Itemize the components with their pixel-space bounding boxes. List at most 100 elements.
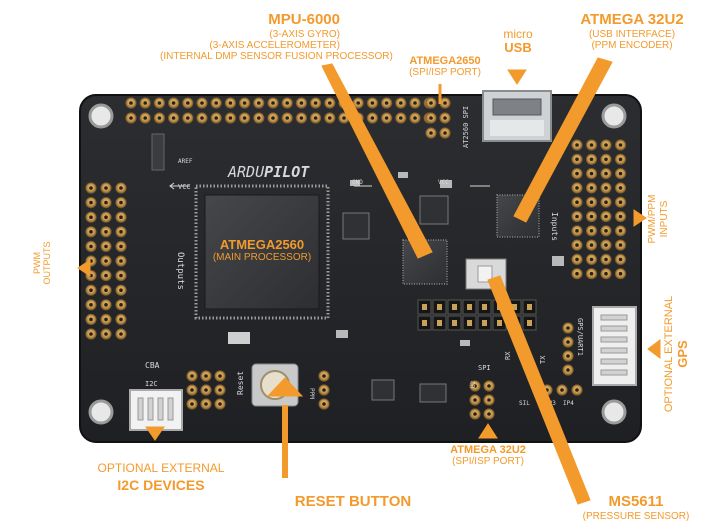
silk-vcc-left: VCC <box>178 183 191 191</box>
atmega2650-isp-pad-hole <box>443 131 447 135</box>
pwm-input-pad-hole <box>575 243 579 247</box>
misc-pad-hole <box>218 374 222 378</box>
top-header-pad-hole <box>186 101 190 105</box>
small-components <box>151 133 564 403</box>
pwm-input-pad-hole <box>575 171 579 176</box>
gps-pin <box>600 369 628 376</box>
label-atmega2650: ATMEGA2650 (SPI/ISP PORT) <box>390 55 500 78</box>
misc-pad-hole <box>218 388 222 392</box>
top-header-pad-hole <box>242 101 247 105</box>
pwm-input-pad-hole <box>589 214 594 219</box>
pwm-input-pad-hole <box>618 243 623 247</box>
silk-i2c: I2C <box>145 380 158 388</box>
pwm-output-pad-hole <box>104 288 108 293</box>
label-i2c: OPTIONAL EXTERNAL I2C DEVICES <box>78 461 244 494</box>
pwm-output-pad-hole <box>104 317 108 322</box>
misc-pad-hole <box>204 388 208 392</box>
atmega2650-isp-pad-hole <box>429 116 433 120</box>
label-atmega2650-sub: (SPI/ISP PORT) <box>409 67 481 79</box>
pwm-input-pad-hole <box>589 229 594 233</box>
isp-pin-contact <box>422 320 427 326</box>
atmega32u2-isp-pad-hole <box>487 384 491 388</box>
pwm-input-pad-hole <box>589 143 594 147</box>
pwm-output-pad-hole <box>89 200 93 205</box>
isp-pin-contact <box>527 304 532 310</box>
pwm-input-pad-hole <box>589 257 594 262</box>
ppm-pad-hole <box>322 388 326 392</box>
mounting-holes <box>88 103 627 425</box>
pwm-input-pad-hole <box>618 271 623 276</box>
misc-pad-hole <box>190 374 194 378</box>
i2c-pin <box>147 397 154 421</box>
pwm-input-pad-hole <box>575 200 579 204</box>
pwm-output-pad-hole <box>119 317 123 322</box>
pwm-input-pad-hole <box>604 214 608 219</box>
top-header-pad-hole <box>200 101 204 105</box>
micro-usb-connector <box>482 90 552 142</box>
pwm-input-pad-hole <box>589 186 594 190</box>
arrow-pwm-inputs <box>633 209 647 227</box>
label-mpu6000: MPU-6000 (3-AXIS GYRO) (3-AXIS ACCELEROM… <box>160 11 393 61</box>
label-atmega2560: ATMEGA2560 (MAIN PROCESSOR) <box>205 237 319 263</box>
atmega32u2-isp-pad-hole <box>487 412 491 416</box>
ppm-pad-hole <box>322 402 326 406</box>
pwm-input-pad-hole <box>604 200 608 204</box>
pwm-input-pad-hole <box>575 214 579 219</box>
label-mpu6000-line2: (3-AXIS ACCELEROMETER) <box>209 39 340 51</box>
atmega2650-isp-pad-hole <box>429 131 433 135</box>
label-atmega32u2-bottom-title: ATMEGA 32U2 <box>450 444 526 456</box>
label-mpu6000-title: MPU-6000 <box>268 11 340 28</box>
top-header-pad-hole <box>328 116 332 120</box>
top-header-pad-hole <box>214 101 218 105</box>
atmega2650-isp-pad-hole <box>443 116 447 120</box>
top-header-pad-hole <box>129 116 133 120</box>
label-i2c-line1: OPTIONAL EXTERNAL <box>97 461 225 475</box>
silk-outputs: Outputs <box>175 252 185 290</box>
leader-atmega32u2-top <box>513 57 613 223</box>
atmega2560-chip <box>194 184 330 320</box>
top-header-pad-hole <box>228 101 233 105</box>
pwm-output-pad-hole <box>104 230 108 234</box>
pwm-input-pad-hole <box>604 257 608 262</box>
top-header-pad-hole <box>171 101 176 105</box>
leader-ms5611 <box>487 275 591 505</box>
top-header-pad-hole <box>356 101 361 105</box>
pwm-output-pad-hole <box>119 215 123 219</box>
top-header-pad-hole <box>186 116 190 120</box>
top-header-pad-hole <box>370 101 375 105</box>
pwm-input-pad-hole <box>575 271 579 276</box>
top-header-pad-hole <box>299 116 304 120</box>
top-header-pad-hole <box>399 101 403 105</box>
pwm-output-pad-hole <box>119 332 123 336</box>
label-pwm-outputs-line2: OUTPUTS <box>42 241 53 285</box>
uart-pad-hole <box>566 368 570 372</box>
atmega32u2-isp-pad-hole <box>487 398 491 402</box>
isp-pin-contact <box>512 304 517 310</box>
i2c-pin <box>137 397 144 421</box>
pwm-input-pad-hole <box>604 271 608 276</box>
pwm-input-pad-hole <box>618 157 623 162</box>
label-reset-button: RESET BUTTON <box>278 493 428 511</box>
top-header-pad-hole <box>285 116 290 120</box>
silk-u2: U2 <box>470 380 477 388</box>
gps-connector <box>592 306 637 386</box>
silk-gnd-top: GND <box>352 179 363 186</box>
pwm-input-pad-hole <box>604 229 608 233</box>
label-ms5611-sub: (PRESSURE SENSOR) <box>582 510 690 522</box>
pwm-output-pad-hole <box>89 303 93 307</box>
isp-pin-contact <box>482 320 487 326</box>
gps-pin <box>600 358 628 365</box>
top-header-pad-hole <box>200 116 204 120</box>
arrow-pwm-outputs <box>77 259 91 277</box>
pwm-input-pad-hole <box>575 157 579 162</box>
top-header-pad-hole <box>370 116 375 120</box>
silk-spi: SPI <box>478 364 491 372</box>
misc-pad-hole <box>204 402 208 406</box>
label-gps-line1: OPTIONAL EXTERNAL <box>663 295 675 413</box>
pwm-output-pad-hole <box>119 230 123 234</box>
label-atmega32u2-top: ATMEGA 32U2 (USB INTERFACE) (PPM ENCODER… <box>572 11 692 50</box>
pwm-input-pad-hole <box>618 171 623 176</box>
top-header-pad-hole <box>171 116 176 120</box>
top-header-pad-hole <box>143 101 147 105</box>
silk-rx: RX <box>504 351 512 360</box>
